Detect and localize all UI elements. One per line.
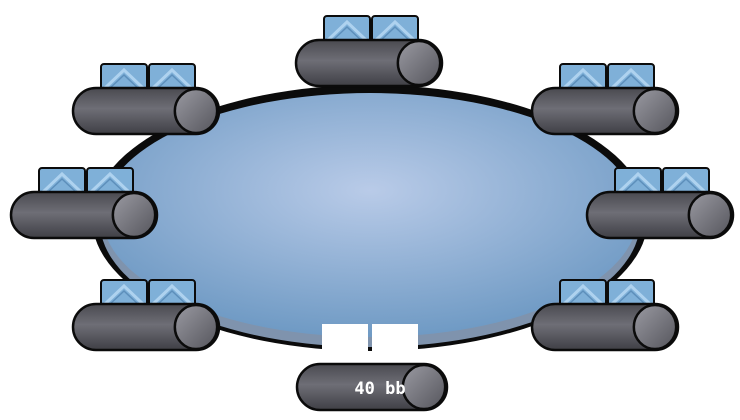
seat-lower-right[interactable] xyxy=(530,279,680,352)
seat-cap xyxy=(632,87,678,135)
face-down-card xyxy=(559,279,607,309)
face-down-card xyxy=(38,167,86,197)
seat-middle-right[interactable] xyxy=(585,167,735,240)
hero-card xyxy=(322,324,368,364)
face-down-card xyxy=(148,279,196,309)
seat-cap xyxy=(173,87,219,135)
seat-cap xyxy=(687,191,733,239)
seat-cap xyxy=(111,191,157,239)
face-down-card xyxy=(100,279,148,309)
face-down-card xyxy=(559,63,607,93)
seat-middle-left[interactable] xyxy=(9,167,159,240)
hero-seat[interactable]: 40 bb xyxy=(295,324,449,412)
seat-top[interactable] xyxy=(294,15,444,88)
hero-stack-label: 40 bb xyxy=(354,379,405,399)
face-down-card xyxy=(614,167,662,197)
seat-cap xyxy=(401,363,447,411)
face-down-card xyxy=(86,167,134,197)
poker-table xyxy=(92,85,648,351)
seat-upper-right[interactable] xyxy=(530,63,680,136)
table-felt xyxy=(102,93,638,337)
face-down-card xyxy=(100,63,148,93)
seat-cap xyxy=(396,39,442,87)
hero-card xyxy=(372,324,418,364)
seat-upper-left[interactable] xyxy=(71,63,221,136)
seats-layer xyxy=(9,15,735,352)
seat-cap xyxy=(173,303,219,351)
seat-cap xyxy=(632,303,678,351)
seat-lower-left[interactable] xyxy=(71,279,221,352)
